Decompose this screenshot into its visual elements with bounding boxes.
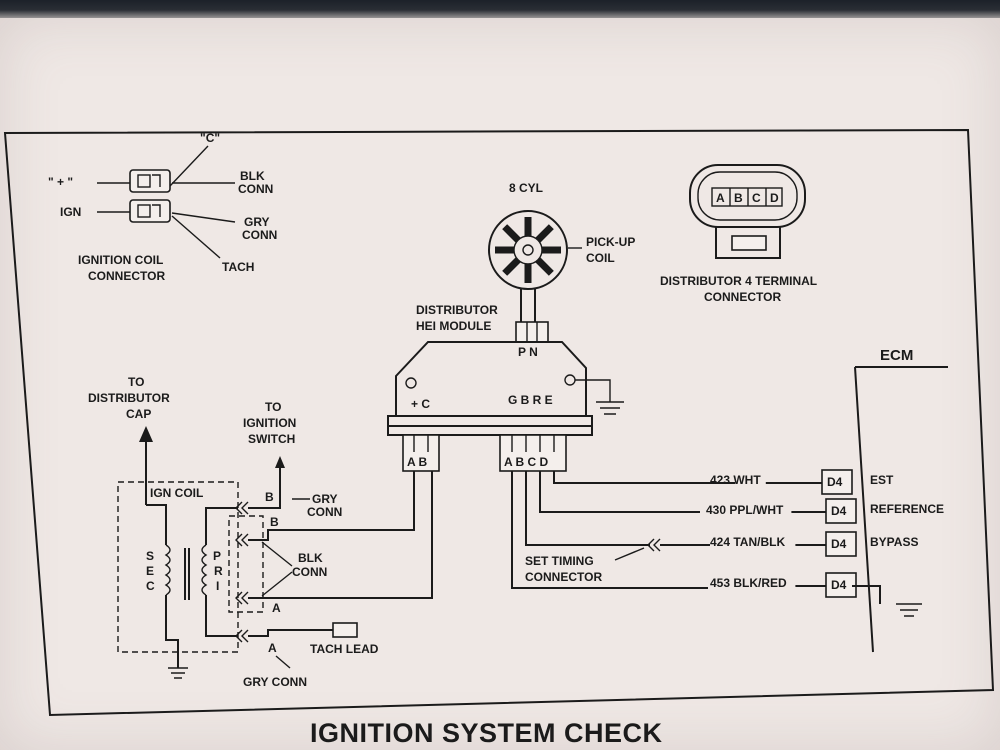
diagram-frame bbox=[3, 128, 995, 717]
gry-conn-top-label-2: CONN bbox=[307, 505, 342, 519]
b-mid-label: B bbox=[270, 515, 279, 529]
pri-letter-i: I bbox=[216, 579, 219, 593]
ecm-pin-label: D4 bbox=[831, 578, 847, 592]
ecm-pin-label: D4 bbox=[827, 475, 843, 489]
hei-to-ecm-wiring: SET TIMING CONNECTOR bbox=[511, 471, 735, 589]
set-timing-label-1: SET TIMING bbox=[525, 554, 594, 568]
reluctor-tooth bbox=[502, 257, 521, 276]
to-switch-label-3: SWITCH bbox=[248, 432, 295, 446]
cylinder-count-label: 8 CYL bbox=[509, 181, 543, 195]
blk-conn-outline bbox=[228, 515, 264, 613]
ecm-circuit-name: BYPASS bbox=[870, 535, 918, 549]
ecm-pin-label: D4 bbox=[831, 504, 847, 518]
gry-conn-label-1: GRY bbox=[244, 215, 270, 229]
gry-conn-top-label-1: GRY bbox=[312, 492, 338, 506]
to-cap-label-2: DISTRIBUTOR bbox=[88, 391, 170, 405]
reluctor-tooth bbox=[502, 224, 521, 243]
pickup-coil-label-2: COIL bbox=[586, 251, 615, 265]
tach-lead-label: TACH LEAD bbox=[310, 642, 379, 656]
ecm-wire-label: 423 WHT bbox=[710, 473, 761, 487]
to-cap-label-3: CAP bbox=[126, 407, 151, 421]
a-mid-label: A bbox=[272, 601, 281, 615]
dist-conn-pin-a: A bbox=[716, 191, 725, 205]
pri-letter-r: R bbox=[214, 564, 223, 578]
reluctor-tooth bbox=[535, 257, 554, 276]
to-switch-label-1: TO bbox=[265, 400, 281, 414]
reluctor-tooth bbox=[535, 224, 554, 243]
to-cap-label-1: TO bbox=[128, 375, 144, 389]
hei-right-pins-label: A B C D bbox=[504, 455, 549, 469]
hei-caption-1: DISTRIBUTOR bbox=[416, 303, 498, 317]
ecm-circuit-name: EST bbox=[870, 473, 894, 487]
pri-letter-p: P bbox=[213, 549, 221, 563]
dist-conn-pin-d: D bbox=[770, 191, 779, 205]
hei-left-pins-label: A B bbox=[407, 455, 428, 469]
gry-conn-label-2: CONN bbox=[242, 228, 277, 242]
ecm-wire-label: 453 BLK/RED bbox=[710, 576, 787, 590]
b-top-label: B bbox=[265, 490, 274, 504]
dist-conn-pin-c: C bbox=[752, 191, 761, 205]
tach-label: TACH bbox=[222, 260, 254, 274]
ecm-pin-box bbox=[825, 531, 857, 557]
hei-caption-2: HEI MODULE bbox=[416, 319, 491, 333]
hei-module: DISTRIBUTOR HEI MODULE P N + C G B R E A… bbox=[387, 303, 624, 472]
blk-conn-mid-label-1: BLK bbox=[298, 551, 323, 565]
dist-conn-pin-b: B bbox=[734, 191, 743, 205]
c-terminal-label: "C" bbox=[200, 131, 220, 145]
sec-letter-s: S bbox=[146, 549, 154, 563]
coil-connector-caption-1: IGNITION COIL bbox=[78, 253, 163, 267]
ecm-title: ECM bbox=[880, 347, 913, 364]
to-cap-arrow-icon bbox=[139, 426, 153, 442]
to-switch-arrow-icon bbox=[275, 456, 285, 468]
ign-coil-label: IGN COIL bbox=[150, 486, 203, 500]
distributor-4-terminal-connector: A B C D DISTRIBUTOR 4 TERMINAL CONNECTOR bbox=[660, 164, 817, 304]
plus-terminal-label: " + " bbox=[48, 175, 73, 189]
ecm-pin-label: D4 bbox=[831, 537, 847, 551]
hei-gbre-label: G B R E bbox=[508, 393, 553, 407]
dist-conn-caption-2: CONNECTOR bbox=[704, 290, 781, 304]
ecm-circuit-name: REFERENCE bbox=[870, 502, 944, 516]
diagram-title: IGNITION SYSTEM CHECK bbox=[310, 718, 663, 748]
ecm-wire-label: 424 TAN/BLK bbox=[710, 535, 785, 549]
ecm-wire-label: 430 PPL/WHT bbox=[706, 503, 784, 517]
blk-conn-label-1: BLK bbox=[240, 169, 265, 183]
pickup-coil-assembly: 8 CYL PICK-UP COIL bbox=[488, 181, 635, 322]
blk-conn-mid-label-2: CONN bbox=[292, 565, 327, 579]
blk-conn-label-2: CONN bbox=[238, 182, 273, 196]
ignition-coil-circuit: TO DISTRIBUTOR CAP TO IGNITION SWITCH IG… bbox=[88, 375, 433, 689]
gry-conn-bottom-label: GRY CONN bbox=[243, 675, 307, 689]
hei-pn-label: P N bbox=[518, 345, 538, 359]
ignition-coil-connector: " + " IGN "C" BLK CONN GRY CONN TACH IGN… bbox=[48, 131, 277, 283]
pickup-coil-label-1: PICK-UP bbox=[586, 235, 635, 249]
coil-connector-caption-2: CONNECTOR bbox=[88, 269, 165, 283]
dist-conn-caption-1: DISTRIBUTOR 4 TERMINAL bbox=[660, 274, 817, 288]
reluctor-teeth bbox=[495, 217, 561, 283]
sec-letter-c: C bbox=[146, 579, 155, 593]
ecm-pin-box bbox=[821, 469, 853, 495]
ign-terminal-label: IGN bbox=[60, 205, 81, 219]
a-bottom-label: A bbox=[268, 641, 277, 655]
sec-letter-e: E bbox=[146, 564, 154, 578]
to-switch-label-2: IGNITION bbox=[243, 416, 296, 430]
ecm-pin-box bbox=[825, 498, 857, 524]
set-timing-label-2: CONNECTOR bbox=[525, 570, 602, 584]
ecm-pin-box bbox=[825, 572, 857, 598]
hei-plus-c-label: + C bbox=[411, 397, 430, 411]
